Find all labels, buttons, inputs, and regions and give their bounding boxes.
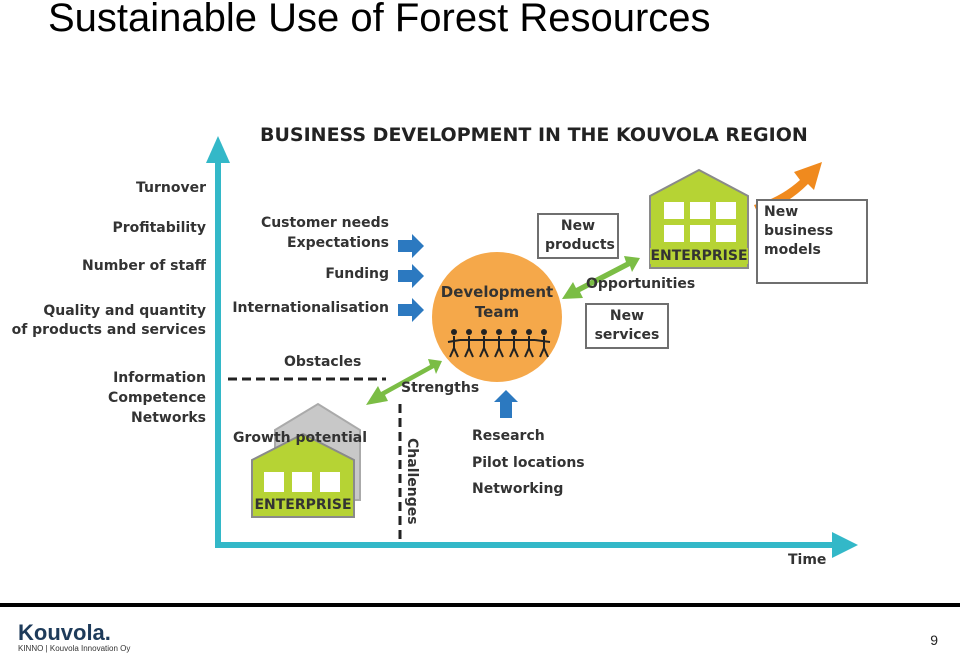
label-profitability: Profitability: [112, 220, 206, 236]
label-networking: Networking: [472, 481, 564, 497]
label-quality-line1: Quality and quantity: [43, 303, 206, 319]
arrow-customer-needs: [398, 234, 424, 258]
new-business-models-line1: New business: [764, 204, 834, 239]
x-axis-arrowhead: [832, 532, 858, 558]
opportunities-arrow: [562, 256, 640, 299]
label-funding: Funding: [325, 266, 389, 282]
large-house-windows: [664, 202, 736, 242]
y-axis: [215, 160, 221, 548]
team-figure: [490, 329, 505, 358]
new-services-line1: New: [609, 308, 645, 324]
new-business-models-box: New business models: [756, 199, 868, 284]
green-arrows: [366, 256, 640, 405]
label-competence: Competence: [108, 390, 206, 406]
arrow-funding: [398, 264, 424, 288]
page-number: 9: [930, 632, 938, 648]
label-strengths: Strengths: [401, 380, 480, 396]
y-axis-arrowhead: [206, 136, 230, 163]
new-products-box: New products: [537, 213, 619, 259]
input-arrows: [398, 234, 518, 418]
label-growth-potential: Growth potential: [233, 430, 368, 446]
label-networks: Networks: [130, 410, 206, 426]
label-customer-needs: Customer needs: [260, 215, 389, 231]
new-services-box: New services: [585, 303, 669, 349]
strengths-arrow: [366, 359, 442, 405]
label-challenges: Challenges: [404, 438, 420, 525]
arrow-research-up: [494, 390, 518, 418]
kouvola-logo-subtitle: KINNO | Kouvola Innovation Oy: [18, 644, 131, 653]
team-figure: [460, 329, 475, 358]
label-quality-line2: of products and services: [11, 322, 206, 338]
label-pilot-locations: Pilot locations: [472, 455, 585, 471]
x-axis: [215, 542, 835, 548]
diagram-title: BUSINESS DEVELOPMENT IN THE KOUVOLA REGI…: [260, 124, 808, 146]
team-figure: [534, 329, 551, 358]
footer-divider: [0, 603, 960, 607]
development-team-label-line1: Development: [440, 283, 554, 301]
label-obstacles: Obstacles: [284, 354, 362, 370]
team-figure: [505, 329, 520, 358]
team-figure: [475, 329, 490, 358]
label-opportunities: Opportunities: [586, 276, 696, 292]
team-figure: [520, 329, 535, 358]
small-house-windows: [264, 472, 340, 492]
slide-title: Sustainable Use of Forest Resources: [48, 0, 711, 40]
large-enterprise-label: ENTERPRISE: [650, 248, 748, 264]
label-internationalisation: Internationalisation: [232, 300, 389, 316]
label-expectations: Expectations: [287, 235, 389, 251]
label-turnover: Turnover: [136, 180, 206, 196]
arrow-internationalisation: [398, 298, 424, 322]
label-number-of-staff: Number of staff: [82, 258, 206, 274]
new-products-line2: products: [545, 237, 615, 253]
label-information: Information: [113, 370, 206, 386]
new-business-models-line2: models: [764, 242, 821, 258]
x-axis-label-time: Time: [788, 552, 827, 568]
small-enterprise-label: ENTERPRISE: [254, 497, 352, 513]
team-figure: [447, 329, 461, 358]
team-figures: [447, 329, 551, 358]
kouvola-logo: Kouvola.: [18, 620, 111, 645]
new-products-line1: New: [560, 218, 596, 234]
label-research: Research: [472, 428, 545, 444]
new-services-line2: services: [594, 327, 660, 343]
development-team-label-line2: Team: [474, 303, 520, 321]
